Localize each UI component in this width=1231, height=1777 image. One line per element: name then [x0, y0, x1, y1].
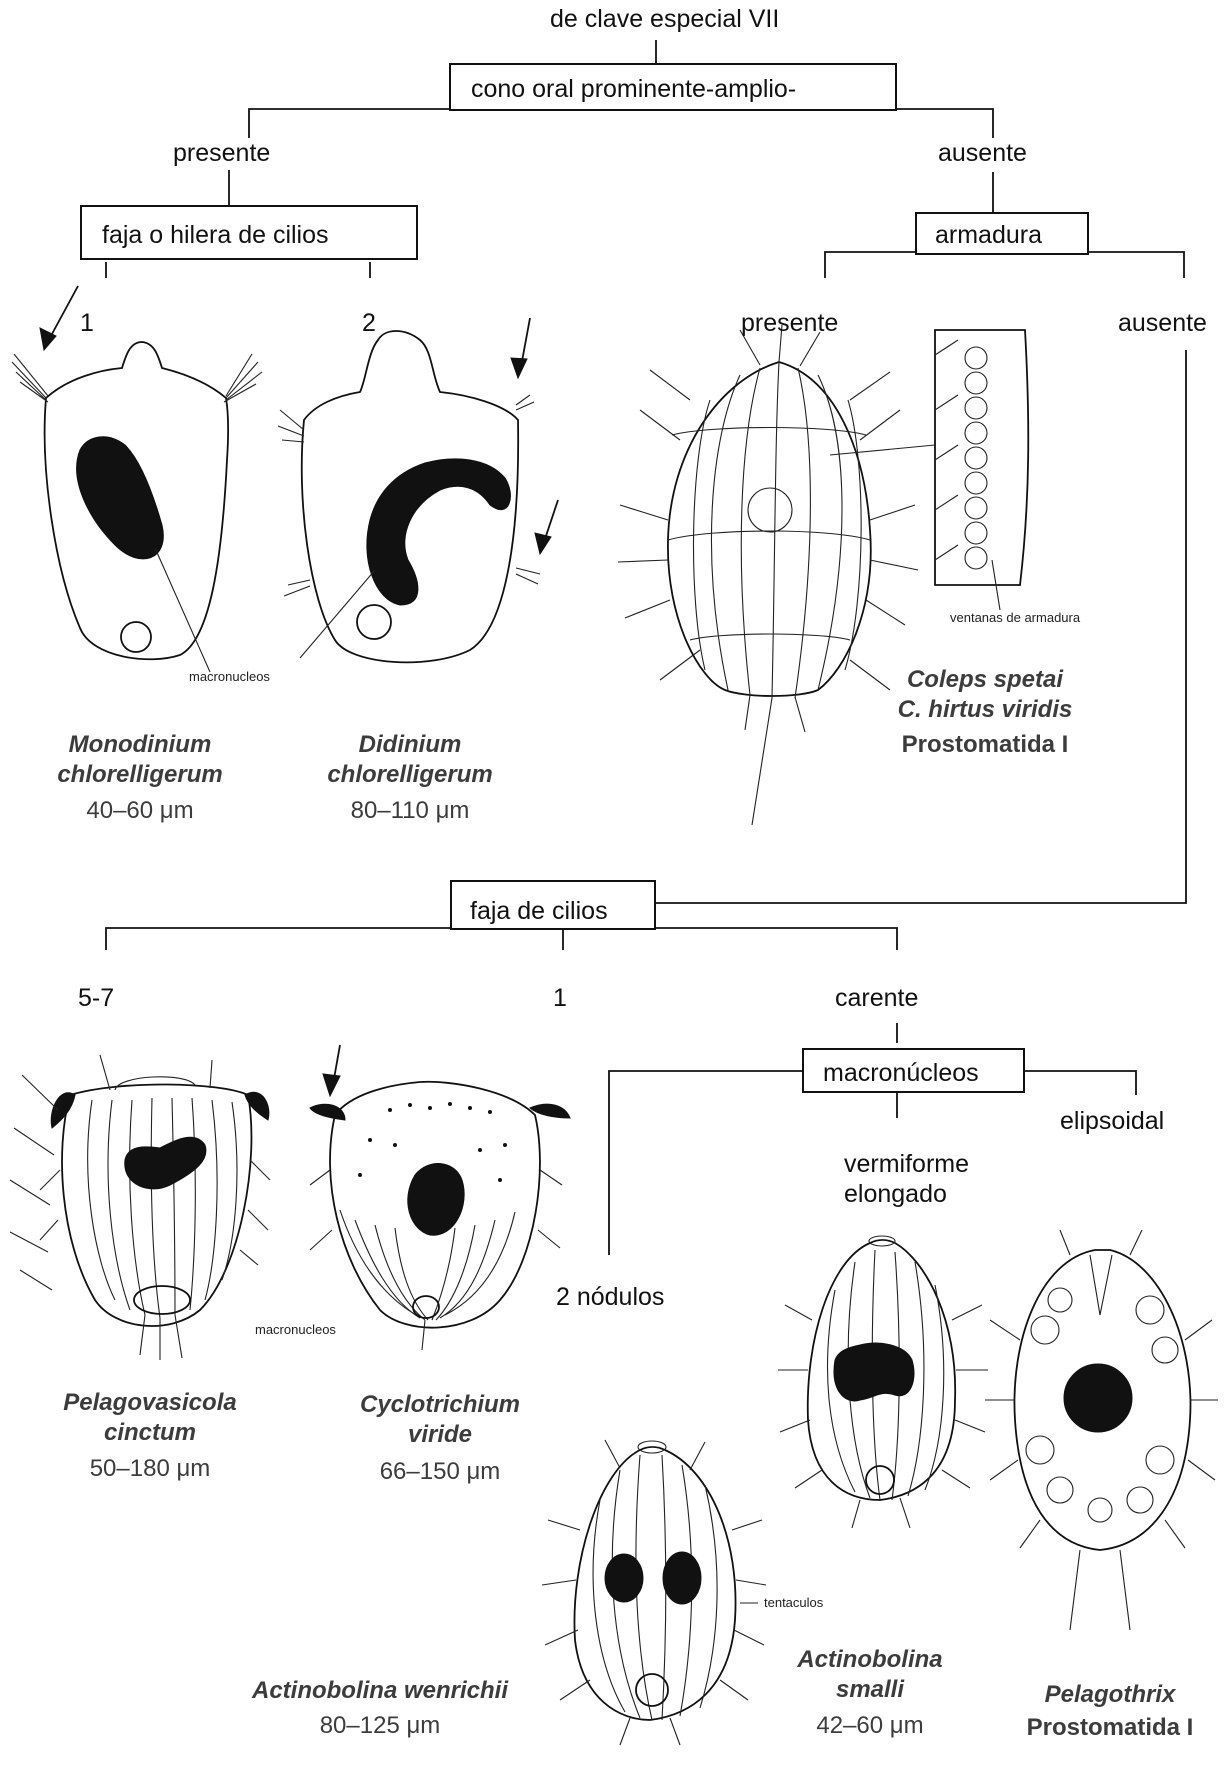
oral-cone-absent: ausente: [938, 141, 1027, 166]
cilia-belt-option-1: 1: [553, 986, 567, 1011]
question-oral-cone: cono oral prominente-amplio-: [449, 63, 897, 111]
tentacles-label: tentaculos: [764, 1595, 823, 1610]
size-monodinium: 40–60 μm: [30, 799, 250, 823]
armour-absent: ausente: [1118, 311, 1207, 336]
order-coleps: Prostomatida I: [870, 733, 1100, 757]
armour-detail-drawing: [935, 330, 1028, 610]
species-actinobolina-smalli: Actinobolina smalli: [770, 1645, 970, 1705]
question-armour: armadura: [915, 212, 1089, 255]
cilia-band-option-2: 2: [362, 311, 376, 336]
size-cyclotrichium: 66–150 μm: [330, 1460, 550, 1484]
oral-cone-present: presente: [173, 141, 270, 166]
size-pelagovasicola: 50–180 μm: [40, 1457, 260, 1481]
cilia-belt-option-5-7: 5-7: [78, 986, 114, 1011]
order-pelagothrix: Prostomatida I: [1000, 1716, 1220, 1740]
question-macronuclei: macronúcleos: [802, 1048, 1025, 1093]
cilia-belt-option-lacking: carente: [835, 986, 918, 1011]
pelagovasicola-drawing: [10, 1055, 270, 1360]
actinobolina-smalli-drawing: [740, 1236, 988, 1603]
species-didinium: Didinium chlorelligerum: [300, 730, 520, 790]
macronuclei-vermiform: vermiforme elongado: [844, 1149, 969, 1209]
macronucleus-label-2: macronucleos: [255, 1322, 336, 1337]
question-cilia-belt-text: faja de cilios: [470, 897, 608, 925]
species-coleps: Coleps spetai C. hirtus viridis: [870, 665, 1100, 725]
key-title: de clave especial VII: [550, 7, 779, 32]
cilia-band-option-1: 1: [80, 311, 94, 336]
question-cilia-band: faja o hilera de cilios: [80, 205, 418, 260]
cyclotrichium-drawing: [310, 1045, 570, 1350]
question-cilia-band-text: faja o hilera de cilios: [102, 221, 329, 249]
macronucleus-label-1: macronucleos: [189, 669, 270, 684]
size-actinobolina-smalli: 42–60 μm: [770, 1714, 970, 1738]
actinobolina-wenrichii-drawing: [542, 1440, 766, 1745]
macronuclei-two-nodules: 2 nódulos: [556, 1285, 664, 1310]
question-armour-text: armadura: [935, 221, 1042, 249]
species-cyclotrichium: Cyclotrichium viride: [330, 1390, 550, 1450]
question-macronuclei-text: macronúcleos: [823, 1059, 979, 1087]
pelagothrix-drawing: [985, 1230, 1218, 1630]
armour-present: presente: [741, 311, 838, 336]
species-monodinium: Monodinium chlorelligerum: [30, 730, 250, 790]
size-didinium: 80–110 μm: [300, 799, 520, 823]
size-actinobolina-wenrichii: 80–125 μm: [225, 1714, 535, 1738]
species-pelagothrix: Pelagothrix: [1000, 1680, 1220, 1710]
monodinium-drawing: [12, 286, 262, 672]
question-cilia-belt: faja de cilios: [450, 880, 656, 930]
didinium-drawing: [278, 318, 558, 662]
macronuclei-ellipsoid: elipsoidal: [1060, 1109, 1164, 1134]
species-pelagovasicola: Pelagovasicola cinctum: [40, 1388, 260, 1448]
species-actinobolina-wenrichii: Actinobolina wenrichii: [225, 1676, 535, 1706]
question-oral-cone-text: cono oral prominente-amplio-: [471, 75, 796, 103]
armour-windows-label: ventanas de armadura: [950, 610, 1080, 625]
